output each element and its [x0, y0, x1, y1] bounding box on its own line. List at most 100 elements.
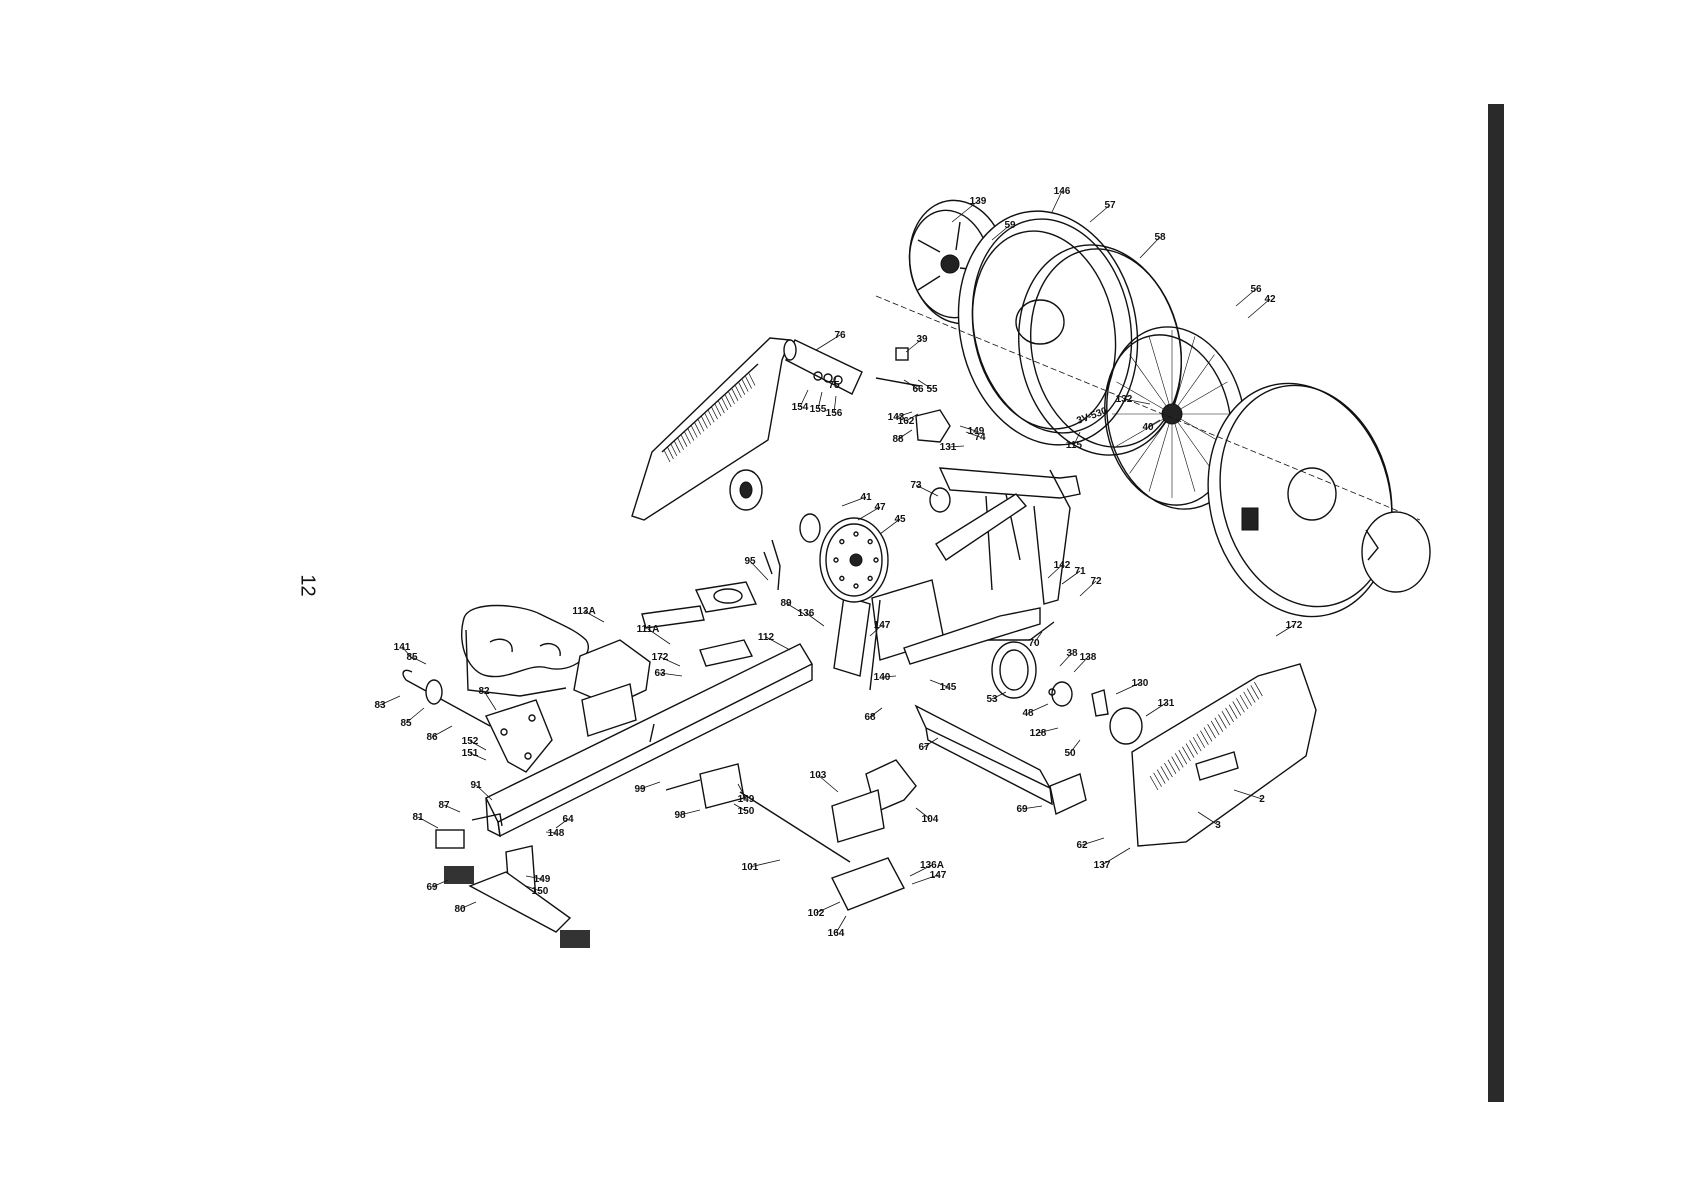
leader-line [869, 707, 883, 718]
leader-line [1139, 236, 1161, 259]
leader-line [817, 391, 823, 410]
part-callout: 164 [828, 928, 845, 939]
leader-line [659, 656, 681, 667]
leader-line [469, 740, 487, 751]
leader-line [799, 389, 809, 408]
part-callout: 39 [916, 334, 928, 345]
leader-line [881, 675, 897, 678]
leader-line [857, 506, 881, 521]
part-callout: 149 [738, 794, 755, 805]
leader-line [895, 411, 913, 418]
leader-line [915, 484, 939, 497]
leader-line [909, 864, 933, 877]
part-callout: 69 [1016, 804, 1028, 815]
part-callout: 56 [1250, 284, 1262, 295]
leader-line [991, 691, 1007, 700]
part-callout: 88 [892, 434, 904, 445]
idler-53 [991, 641, 1143, 745]
leader-line [431, 725, 453, 738]
leader-line [1073, 656, 1089, 673]
small-hardware-top [813, 347, 951, 443]
leader-line [879, 518, 901, 535]
leader-line [1047, 564, 1063, 579]
part-callout: 91 [470, 780, 482, 791]
part-callout: 50 [1064, 748, 1076, 759]
leader-line [835, 915, 847, 934]
carriage-98-101 [665, 763, 905, 911]
leader-line [1275, 624, 1295, 637]
part-callout: 147 [874, 620, 891, 631]
leader-line [733, 803, 747, 812]
leader-line [1089, 204, 1111, 223]
part-callout: 147 [930, 870, 947, 881]
part-callout: 149 [534, 874, 551, 885]
leader-line [915, 807, 931, 820]
main-frame [833, 467, 1081, 691]
leader-line [431, 879, 449, 888]
part-callout: 111A [637, 624, 660, 635]
part-callout: 64 [562, 814, 574, 825]
leader-line [737, 783, 747, 800]
leader-line [991, 224, 1011, 241]
shroud-57 [957, 210, 1139, 446]
leader-line [679, 809, 701, 816]
leader-line [911, 874, 939, 885]
leader-line [785, 602, 805, 615]
part-callout: 103 [810, 770, 827, 781]
leader-line [1061, 570, 1081, 585]
part-callout: 63 [654, 668, 666, 679]
leader-line [1147, 419, 1161, 428]
part-callout: 2 [1259, 794, 1265, 805]
part-callout: 155 [810, 404, 827, 415]
leader-line [917, 379, 933, 390]
flywheel-cover-front [1207, 382, 1393, 618]
part-callout: 151 [462, 748, 479, 759]
leader-line [379, 695, 401, 706]
part-callout: 162 [898, 416, 915, 427]
leader-line [815, 901, 841, 914]
part-callout: 130 [1132, 678, 1149, 689]
leader-line [903, 379, 919, 390]
leader-line [841, 496, 867, 507]
leader-line [405, 707, 425, 724]
part-callout: 131 [940, 442, 957, 453]
leader-line [815, 334, 841, 351]
leader-line [923, 737, 939, 748]
rear-leg-80 [435, 813, 590, 948]
leader-line [1051, 190, 1063, 213]
part-callout: 75 [828, 380, 840, 391]
leader-line [1033, 631, 1043, 644]
part-callout: 150 [738, 806, 755, 817]
part-callout: 66 [912, 384, 924, 395]
leader-line [525, 885, 541, 892]
end-cap [1361, 511, 1431, 593]
leader-line [805, 612, 825, 627]
leader-line [555, 818, 569, 829]
seat-bracket-82 [402, 669, 553, 773]
leader-line [1123, 398, 1151, 405]
part-callout: 140 [874, 672, 891, 683]
leader-line [1037, 727, 1059, 734]
leader-line [1247, 298, 1271, 319]
binding-bar [1488, 104, 1504, 1102]
leader-line [1197, 811, 1219, 826]
part-callout: 152 [462, 736, 479, 747]
part-callout: 45 [894, 514, 906, 525]
part-callout: 98 [674, 810, 686, 821]
part-callout: 139 [970, 196, 987, 207]
leader-line [417, 816, 439, 829]
part-callout: 85 [406, 652, 418, 663]
front-stabilizer-67 [914, 704, 1087, 816]
part-callout: 137 [1094, 860, 1111, 871]
leader-line [897, 429, 913, 440]
leader-line [817, 774, 839, 793]
lower-side-panel [1131, 663, 1317, 847]
leader-line [965, 431, 981, 438]
part-callout: 128 [1030, 728, 1047, 739]
part-callout: 112 [758, 632, 775, 643]
part-callout: 67 [918, 742, 930, 753]
leader-line [1021, 805, 1043, 810]
part-callout: 132 [1116, 394, 1133, 405]
